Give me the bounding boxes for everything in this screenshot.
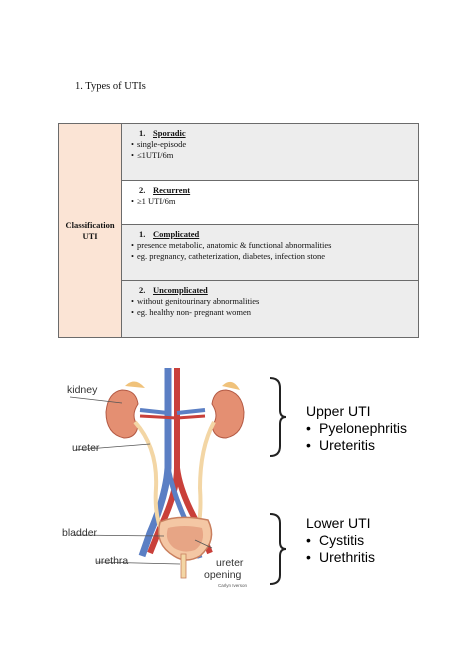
row-title: 1.Sporadic: [139, 128, 186, 138]
lower-brace: [269, 513, 287, 585]
lower-uti-item: Urethritis: [306, 549, 375, 566]
classification-label-line2: UTI: [82, 230, 98, 241]
bullet-item: single-episode: [131, 139, 412, 150]
row-recurrent: 2.Recurrent ≥1 UTI/6m: [121, 180, 419, 225]
bullet-item: ≤1UTI/6m: [131, 150, 412, 161]
row-complicated: 1.Complicated presence metabolic, anatom…: [121, 224, 419, 281]
classification-label-cell: Classification UTI: [58, 123, 122, 338]
bullet-item: eg. pregnancy, catheterization, diabetes…: [131, 251, 412, 262]
row-uncomplicated: 2.Uncomplicated without genitourinary ab…: [121, 280, 419, 338]
kidney-label: kidney: [67, 384, 98, 396]
left-kidney: [105, 389, 139, 439]
bullet-item: eg. healthy non- pregnant women: [131, 307, 412, 318]
row-title: 2.Uncomplicated: [139, 285, 208, 295]
classification-label-line1: Classification: [65, 219, 115, 230]
lower-uti-item: Cystitis: [306, 532, 375, 549]
right-kidney: [211, 389, 245, 439]
bullet-item: presence metabolic, anatomic & functiona…: [131, 240, 412, 251]
lower-uti-title: Lower UTI: [306, 515, 371, 531]
ureter-opening-label-line1: ureter: [216, 557, 244, 569]
bullet-item: ≥1 UTI/6m: [131, 196, 412, 207]
uti-classification-table: Classification UTI 1.Sporadic single-epi…: [58, 123, 419, 338]
urethra-tube: [180, 553, 187, 579]
ureter-label: ureter: [72, 442, 100, 454]
illustration-credit: Carlyn Iverson: [218, 583, 248, 588]
upper-brace: [269, 377, 287, 457]
row-title: 1.Complicated: [139, 229, 200, 239]
upper-uti-item: Ureteritis: [306, 437, 407, 454]
bladder-label: bladder: [62, 527, 98, 539]
upper-uti-item: Pyelonephritis: [306, 420, 407, 437]
upper-uti-block: Upper UTI Pyelonephritis Ureteritis: [306, 403, 407, 454]
lower-uti-block: Lower UTI Cystitis Urethritis: [306, 515, 375, 566]
bullet-item: without genitourinary abnormalities: [131, 296, 412, 307]
urethra-label: urethra: [95, 555, 129, 567]
urinary-tract-illustration: [69, 368, 245, 579]
upper-uti-title: Upper UTI: [306, 403, 371, 419]
row-title: 2.Recurrent: [139, 185, 191, 195]
ureter-opening-label-line2: opening: [204, 569, 242, 581]
section-heading: 1. Types of UTIs: [75, 81, 146, 92]
row-sporadic: 1.Sporadic single-episode ≤1UTI/6m: [121, 123, 419, 181]
left-ureter: [133, 420, 166, 537]
